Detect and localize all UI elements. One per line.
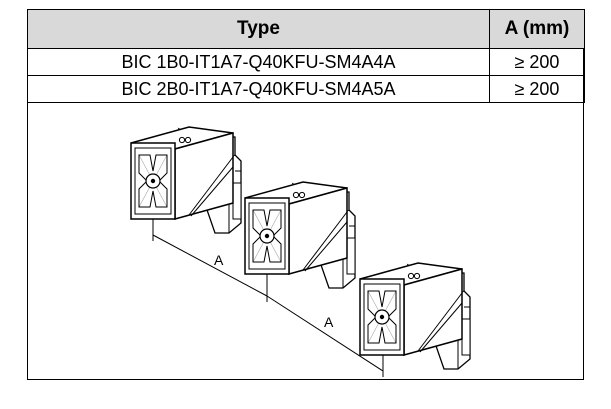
cell-a-value: ≥ 200	[489, 48, 585, 76]
dimension-label-a: A	[324, 314, 334, 330]
cell-type: BIC 2B0-IT1A7-Q40KFU-SM4A5A	[27, 75, 490, 103]
cell-a-value: ≥ 200	[489, 75, 585, 103]
dimension-label-a: A	[214, 252, 224, 268]
dimension-line	[266, 295, 384, 372]
mounting-distance-drawing: A A	[28, 105, 583, 379]
sensor-2	[244, 181, 356, 289]
cell-type: BIC 1B0-IT1A7-Q40KFU-SM4A4A	[27, 48, 490, 76]
header-a-mm: A (mm)	[489, 9, 585, 49]
sensor-arrangement-diagram: A A	[130, 126, 471, 377]
sensor-3	[359, 262, 471, 370]
table-row: BIC 2B0-IT1A7-Q40KFU-SM4A5A ≥ 200	[27, 75, 585, 103]
type-spec-table: Type A (mm) BIC 1B0-IT1A7-Q40KFU-SM4A4A …	[27, 9, 585, 103]
dimension-line	[152, 234, 268, 297]
table-header-row: Type A (mm)	[27, 9, 585, 49]
header-type: Type	[27, 9, 490, 49]
sensor-1	[130, 126, 242, 234]
table-row: BIC 1B0-IT1A7-Q40KFU-SM4A4A ≥ 200	[27, 48, 585, 76]
